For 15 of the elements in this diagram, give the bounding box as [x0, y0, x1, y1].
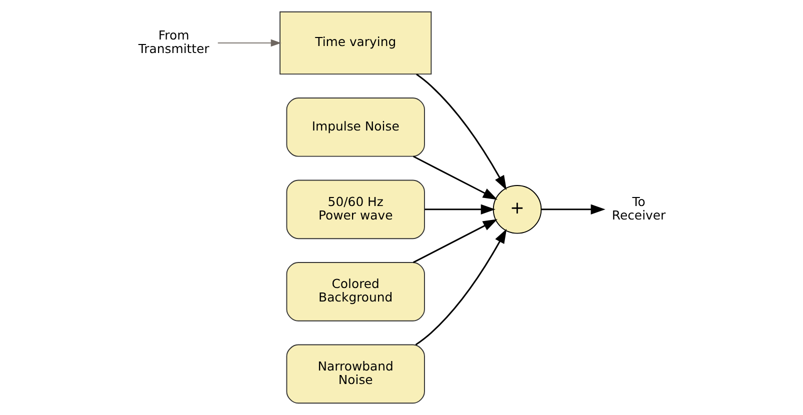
arrow — [412, 156, 498, 200]
arrow — [414, 228, 506, 346]
node-box: Colored Background — [286, 262, 424, 322]
node-box: Impulse Noise — [286, 97, 424, 157]
node-box: Time varying — [279, 11, 432, 75]
arrow — [216, 39, 281, 47]
node-text: To Receiver — [611, 194, 666, 222]
arrow — [412, 219, 498, 264]
arrow — [424, 204, 495, 214]
arrow — [540, 204, 605, 214]
node-box: Narrowband Noise — [286, 344, 424, 404]
node-text: From Transmitter — [138, 28, 209, 56]
node-box: 50/60 Hz Power wave — [286, 180, 424, 240]
arrow — [416, 74, 506, 190]
node-circle: + — [492, 185, 542, 234]
